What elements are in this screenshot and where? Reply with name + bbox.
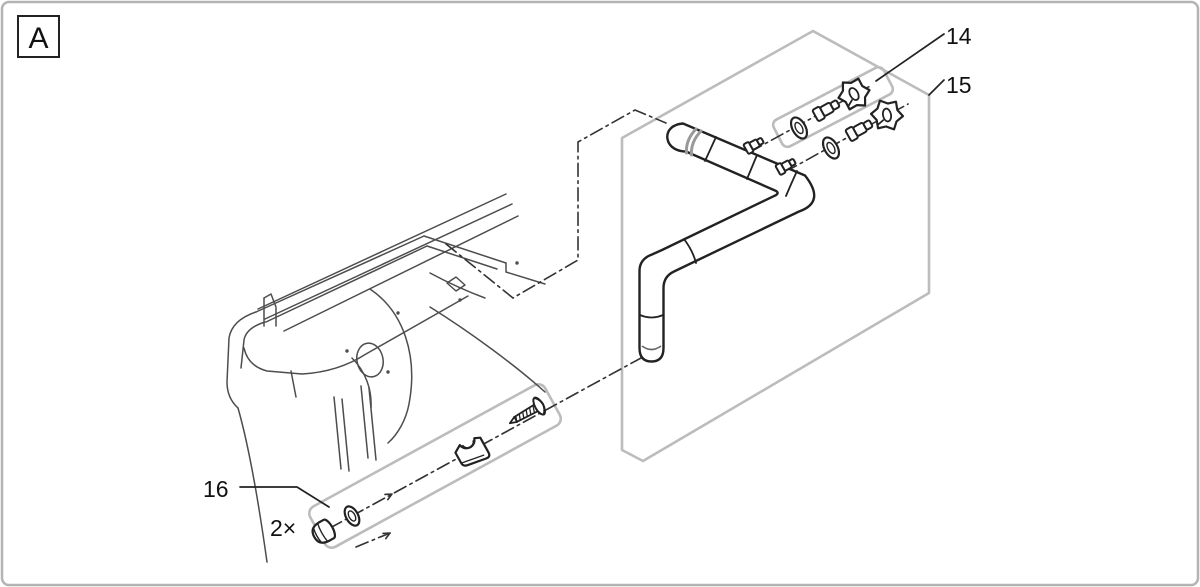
alignment-centerline-inlet (445, 109, 667, 299)
housing-rim-step (505, 262, 546, 285)
direction-arrows (382, 493, 393, 540)
housing-front-rim-edge (255, 235, 425, 313)
housing-corner-outer (226, 311, 257, 409)
housing-wall-rib (333, 396, 342, 470)
housing-front-rim-edge (265, 245, 428, 323)
housing-back-rim-edge (283, 215, 519, 332)
housing-corner-inner (240, 321, 266, 369)
screw-threads (515, 405, 536, 423)
housing-wall-rib (341, 398, 350, 472)
housing-port-slot (446, 276, 466, 292)
housing-back-rim-edge (264, 203, 513, 320)
outlet-pipe-assembly (638, 122, 816, 363)
callout-label-16: 16 (203, 476, 229, 502)
cap-nut (311, 518, 336, 544)
pipe-clip-set-16 (311, 396, 547, 544)
leader-line-16 (239, 486, 330, 508)
housing-arc-panel (369, 288, 413, 444)
washer-icon (789, 116, 809, 140)
pipe-nozzle-front (774, 158, 797, 176)
washer-icon (821, 136, 841, 160)
callout-label-14: 14 (946, 23, 972, 49)
screw (508, 396, 547, 425)
arrow-icon (384, 493, 393, 501)
housing-wall-rib (290, 370, 297, 398)
pipe-nozzle-rear (742, 137, 765, 155)
leader-line-14 (875, 33, 945, 82)
filter-housing (226, 193, 546, 563)
hose-tail-fitting (811, 99, 841, 122)
callout-leaders (239, 33, 945, 508)
pipe-gasket-ring (684, 127, 703, 157)
housing-opening-edge (429, 272, 486, 299)
view-label-letter: A (28, 22, 48, 55)
pipe-clip (454, 436, 491, 467)
housing-right-rim-edge (423, 235, 507, 264)
housing-oval-hole (356, 342, 384, 378)
housing-screw-holes (345, 261, 519, 374)
pipe-outlet-opening (641, 345, 662, 351)
pipe-seams (639, 136, 798, 319)
highlight-box-14 (771, 65, 895, 149)
housing-wall-rib (360, 385, 369, 459)
highlight-box-14-outline (771, 65, 895, 149)
alignment-centerline-second (355, 532, 391, 548)
hose-tail-fitting (844, 119, 874, 142)
pipe-body (638, 122, 816, 363)
knurled-nut (837, 77, 871, 111)
arrow-icon (382, 532, 391, 540)
housing-back-rim-edge (257, 193, 507, 310)
leader-line-15 (928, 79, 945, 96)
housing-left-edge (237, 407, 268, 563)
alignment-centerline-clip (329, 357, 642, 529)
view-label-frame (17, 15, 60, 58)
view-label-box: A (17, 15, 60, 58)
washer-icon (343, 505, 361, 527)
knurled-nut (869, 99, 905, 131)
callout-label-15: 15 (946, 72, 972, 98)
housing-lower-edge (429, 306, 546, 393)
hose-fitting-set-14 (789, 77, 871, 140)
hose-fitting-set-15 (821, 99, 905, 160)
quantity-label: 2× (270, 515, 296, 541)
housing-wall-rib (368, 387, 377, 461)
housing-rim-notch (263, 293, 277, 308)
housing-right-rim-edge (426, 245, 498, 270)
